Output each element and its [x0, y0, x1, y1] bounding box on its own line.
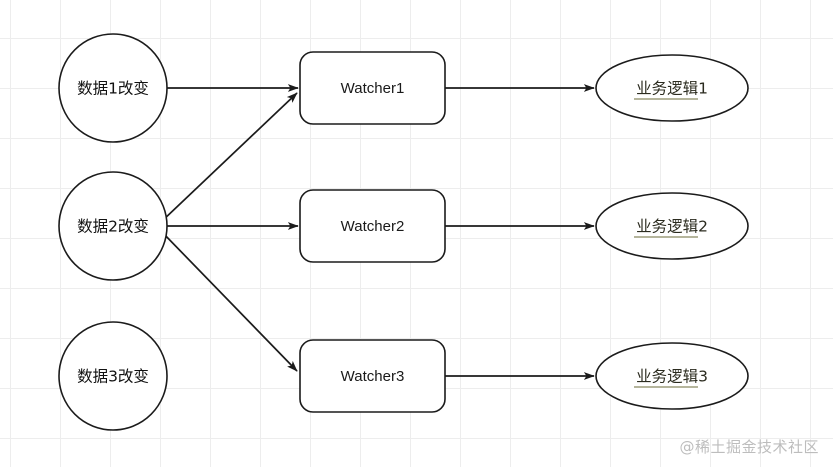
source-label: 数据3改变 — [77, 368, 149, 386]
watcher-node-watcher2[interactable]: Watcher2 — [299, 189, 446, 263]
logic-label: 业务逻辑2 — [636, 218, 708, 236]
watcher-node-watcher3[interactable]: Watcher3 — [299, 339, 446, 413]
source-circle-shape[interactable] — [58, 321, 168, 431]
watcher-box-shape[interactable] — [299, 339, 446, 413]
logic-node-logic1[interactable]: 业务逻辑1 — [595, 54, 749, 122]
edge-data2-to-watcher3 — [160, 230, 298, 372]
logic-label: 业务逻辑3 — [636, 368, 708, 386]
source-label: 数据1改变 — [77, 80, 149, 98]
logic-ellipse-shape[interactable] — [595, 192, 749, 260]
edge-data2-to-watcher1 — [160, 92, 298, 223]
source-node-data1[interactable]: 数据1改变 — [58, 33, 168, 143]
edges-layer — [160, 84, 595, 380]
logic-ellipse-shape[interactable] — [595, 54, 749, 122]
logic-label: 业务逻辑1 — [636, 80, 708, 98]
logic-ellipse-shape[interactable] — [595, 342, 749, 410]
source-node-data2[interactable]: 数据2改变 — [58, 171, 168, 281]
source-label: 数据2改变 — [77, 218, 149, 236]
logic-node-logic2[interactable]: 业务逻辑2 — [595, 192, 749, 260]
watcher-label: Watcher1 — [341, 80, 405, 97]
source-node-data3[interactable]: 数据3改变 — [58, 321, 168, 431]
watcher-node-watcher1[interactable]: Watcher1 — [299, 51, 446, 125]
watcher-box-shape[interactable] — [299, 189, 446, 263]
watcher-box-shape[interactable] — [299, 51, 446, 125]
site-watermark: @稀土掘金技术社区 — [679, 438, 819, 456]
watcher-label: Watcher3 — [341, 368, 405, 385]
logic-node-logic3[interactable]: 业务逻辑3 — [595, 342, 749, 410]
source-circle-shape[interactable] — [58, 171, 168, 281]
source-circle-shape[interactable] — [58, 33, 168, 143]
watcher-label: Watcher2 — [341, 218, 405, 235]
